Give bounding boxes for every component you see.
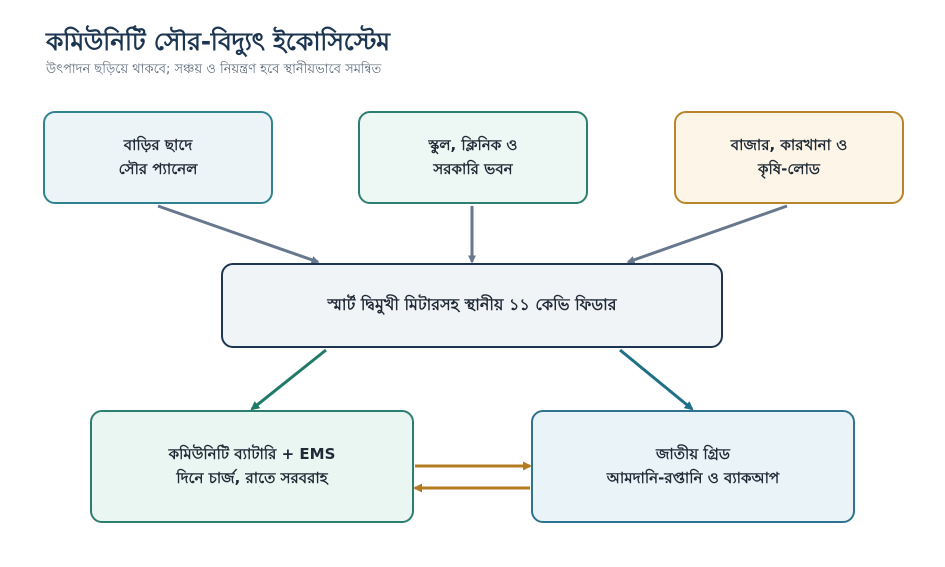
- arrow-market-to-feeder: [626, 204, 788, 264]
- node-community-battery-line1: কমিউনিটি ব্যাটারি + EMS: [168, 445, 336, 464]
- node-market-load: বাজার, কারখানা ও কৃষি-লোড: [674, 111, 904, 204]
- node-smart-feeder-label: স্মার্ট দ্বিমুখী মিটারসহ স্থানীয় ১১ কেভ…: [327, 295, 617, 315]
- node-market-load-line2: কৃষি-লোড: [758, 159, 820, 178]
- node-public-buildings: স্কুল, ক্লিনিক ও সরকারি ভবন: [358, 111, 588, 204]
- node-rooftop-solar: বাড়ির ছাদে সৌর প্যানেল: [43, 111, 273, 204]
- node-national-grid-line1: জাতীয় গ্রিড: [656, 445, 730, 464]
- arrow-feeder-to-grid: [619, 348, 694, 411]
- node-community-battery: কমিউনিটি ব্যাটারি + EMS দিনে চার্জ, রাতে…: [90, 410, 414, 523]
- arrow-feeder-to-battery: [250, 348, 327, 411]
- node-rooftop-solar-line1: বাড়ির ছাদে: [123, 136, 193, 155]
- node-public-buildings-line1: স্কুল, ক্লিনিক ও: [428, 136, 518, 155]
- node-national-grid: জাতীয় গ্রিড আমদানি-রপ্তানি ও ব্যাকআপ: [531, 410, 855, 523]
- node-public-buildings-line2: সরকারি ভবন: [433, 159, 513, 178]
- node-market-load-line1: বাজার, কারখানা ও: [730, 136, 848, 155]
- node-smart-feeder: স্মার্ট দ্বিমুখী মিটারসহ স্থানীয় ১১ কেভ…: [221, 263, 723, 348]
- node-community-battery-line2: দিনে চার্জ, রাতে সরবরাহ: [176, 468, 328, 487]
- arrow-home-to-feeder: [157, 204, 320, 264]
- page-subtitle: উৎপাদন ছড়িয়ে থাকবে; সঞ্চয় ও নিয়ন্ত্র…: [46, 62, 382, 77]
- node-rooftop-solar-line2: সৌর প্যানেল: [118, 159, 198, 178]
- node-national-grid-line2: আমদানি-রপ্তানি ও ব্যাকআপ: [606, 468, 780, 487]
- page-title: কমিউনিটি সৌর-বিদ্যুৎ ইকোসিস্টেম: [46, 27, 390, 56]
